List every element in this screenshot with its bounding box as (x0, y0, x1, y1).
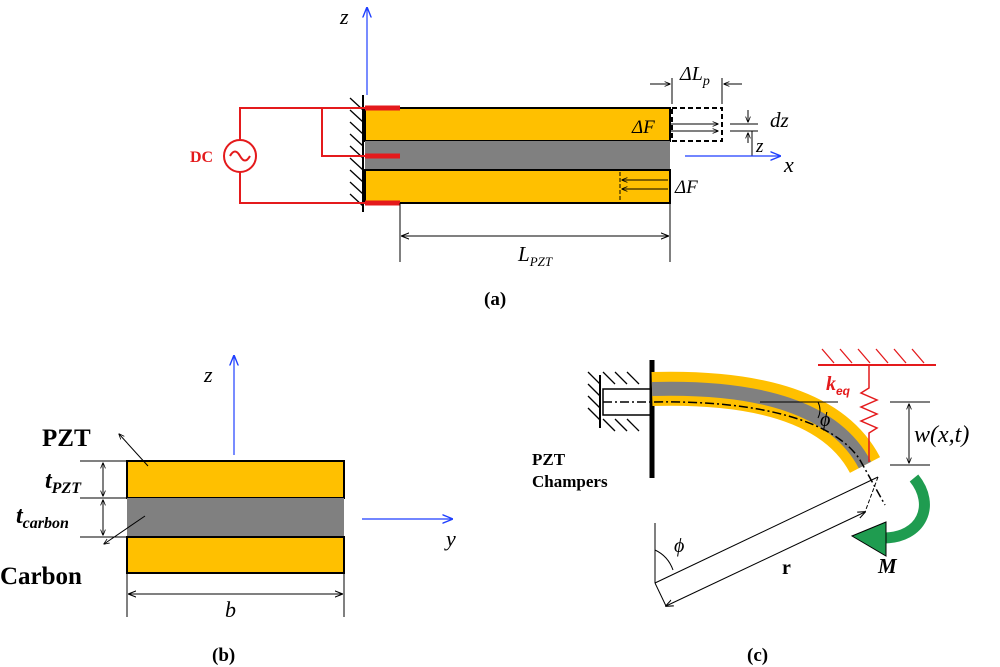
panel-c-ground (818, 348, 936, 366)
panel-b-t-pzt-label: tPZT (45, 468, 82, 497)
panel-a-pzt-top-layer (364, 107, 671, 142)
panel-a-delta-f-top: ΔF (631, 117, 655, 138)
panel-b: z y PZT Carbon tPZT tcarbon b (b) (0, 356, 456, 666)
panel-c: ϕ keq w(x,t) PZT Champers ϕ (532, 348, 969, 666)
panel-c-radius-label: r (782, 557, 791, 579)
panel-c-caption: (c) (747, 645, 768, 666)
panel-c-beam-label-line1: PZT (532, 450, 566, 469)
panel-a-z-offset-label: z (755, 136, 764, 157)
panel-c-spring (859, 365, 879, 462)
panel-a-dz-dimension (730, 110, 758, 157)
panel-b-width-label: b (225, 597, 236, 622)
panel-a-force-arrows-top (670, 124, 718, 131)
panel-a-dc-source-label: DC (190, 149, 213, 166)
panel-c-wall-hatch (587, 371, 640, 432)
panel-c-deflection-label: w(x,t) (914, 422, 969, 448)
panel-c-radius-line (654, 476, 879, 584)
panel-a-dz-label: dz (770, 108, 789, 132)
panel-a-delta-lp-label: ΔLp (679, 63, 710, 89)
panel-a-length-dimension (399, 203, 671, 262)
panel-c-radius-dimension (666, 512, 865, 606)
panel-c-moment-arrowhead (850, 521, 887, 557)
panel-a-carbon-layer (365, 141, 670, 170)
panel-c-angle-top: ϕ (820, 409, 830, 431)
panel-c-moment-label: M (877, 554, 898, 578)
panel-b-thickness-dimensions (80, 460, 127, 538)
panel-b-carbon-layer (127, 498, 344, 537)
panel-b-width-dimension (126, 573, 345, 617)
panel-a-delta-f-bottom: ΔF (674, 177, 698, 198)
panel-a-z-axis-label: z (339, 4, 349, 29)
panel-a-length-label: LPZT (517, 242, 553, 269)
panel-c-angle-bottom: ϕ (674, 535, 684, 557)
panel-b-t-carbon-label: tcarbon (16, 503, 69, 532)
panel-c-beam-label-line2: Champers (532, 472, 608, 491)
panel-b-carbon-label: Carbon (0, 563, 82, 590)
panel-a: z DC (190, 4, 794, 310)
panel-c-bent-beam-carbon (651, 381, 872, 469)
panel-b-caption: (b) (212, 645, 235, 666)
panel-b-pzt-label: PZT (42, 425, 91, 452)
panel-c-stiffness-label: keq (826, 373, 851, 398)
panel-a-pzt-bottom-layer (364, 169, 671, 204)
panel-a-wall-hatch (349, 95, 364, 212)
panel-b-y-axis-label: y (444, 526, 456, 551)
panel-c-moment-arrow (882, 474, 930, 544)
panel-c-beam-centerline (603, 401, 886, 506)
panel-b-pzt-bottom-layer (126, 536, 345, 574)
panel-a-extension-dashed-box (671, 107, 723, 142)
panel-a-caption: (a) (484, 289, 506, 310)
panel-b-z-axis-label: z (203, 362, 213, 387)
panel-a-x-axis-label: x (783, 152, 794, 177)
panel-a-delta-lp-dimension (650, 78, 742, 104)
panel-c-deflection-dimension (890, 401, 930, 466)
panel-b-pzt-top-layer (126, 460, 345, 499)
panel-a-force-arrows-bottom (622, 180, 668, 189)
